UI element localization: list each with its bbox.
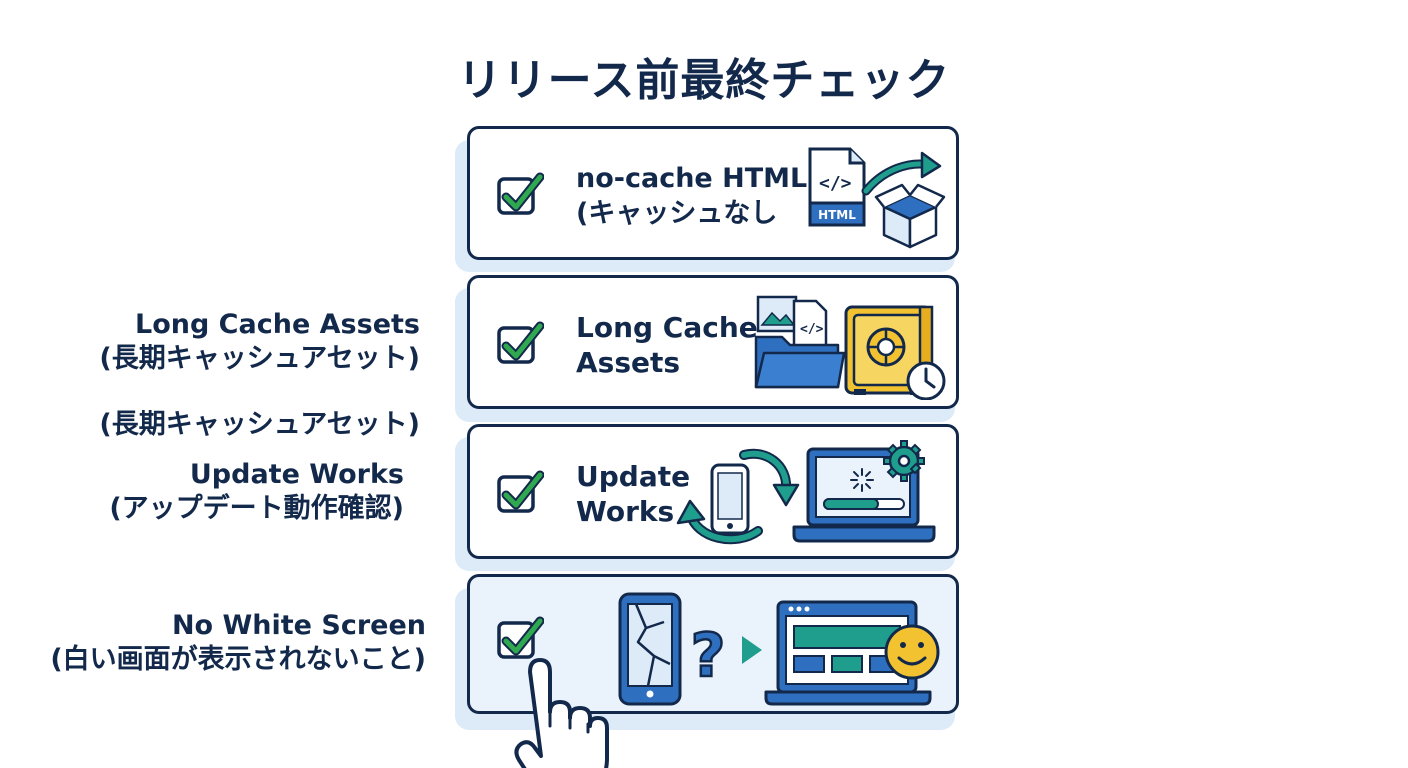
side-label-update-en: Update Works bbox=[189, 459, 404, 490]
card-subtitle: Assets bbox=[576, 346, 681, 379]
side-label-long-cache: Long Cache Assets (長期キャッシュアセット) bbox=[99, 308, 420, 376]
side-label-no-white-en: No White Screen bbox=[171, 610, 426, 641]
side-label-no-white-ja: (白い画面が表示されないこと) bbox=[50, 644, 426, 675]
phone-sync-laptop-icon bbox=[676, 440, 936, 545]
card-subtitle: (キャッシュなし bbox=[576, 198, 778, 229]
side-label-duplicate: (長期キャッシュアセット) bbox=[99, 409, 420, 440]
page-title: リリース前最終チェック bbox=[457, 55, 951, 106]
html-file-to-box-icon: </> HTML bbox=[808, 147, 946, 249]
file-type-label: HTML bbox=[818, 208, 856, 222]
card-title: Long Cache bbox=[576, 311, 758, 344]
side-label-long-cache-en: Long Cache Assets bbox=[134, 309, 420, 340]
broken-phone-to-browser-smile-icon: ? bbox=[618, 592, 940, 706]
folder-safe-clock-icon: </> bbox=[754, 295, 946, 400]
svg-text:</>: </> bbox=[800, 322, 824, 337]
card-text: Update Works bbox=[576, 459, 690, 529]
checkbox-checked-icon[interactable] bbox=[496, 467, 544, 515]
card-text: Long Cache Assets bbox=[576, 310, 758, 380]
checklist-card-update-works: Update Works bbox=[467, 424, 959, 559]
checklist-card-long-cache-assets: Long Cache Assets </> bbox=[467, 275, 959, 409]
side-label-update-ja: (アップデート動作確認) bbox=[109, 493, 404, 524]
checkbox-checked-icon[interactable] bbox=[496, 318, 544, 366]
svg-text:?: ? bbox=[691, 621, 726, 691]
card-title: Update bbox=[576, 460, 691, 493]
checklist-card-no-cache-html: no-cache HTML (キャッシュなし </> HTML bbox=[467, 126, 959, 260]
checkbox-checked-icon[interactable] bbox=[496, 169, 544, 217]
card-title: no-cache HTML bbox=[576, 163, 808, 194]
checkbox-checked-icon[interactable] bbox=[496, 613, 544, 661]
card-text: no-cache HTML (キャッシュなし bbox=[576, 161, 807, 231]
hand-pointer-icon bbox=[514, 658, 609, 768]
svg-text:</>: </> bbox=[819, 173, 852, 194]
side-label-long-cache-ja: (長期キャッシュアセット) bbox=[99, 343, 420, 374]
side-label-no-white: No White Screen (白い画面が表示されないこと) bbox=[50, 609, 426, 677]
side-label-update: Update Works (アップデート動作確認) bbox=[109, 458, 404, 526]
card-subtitle: Works bbox=[576, 495, 675, 528]
